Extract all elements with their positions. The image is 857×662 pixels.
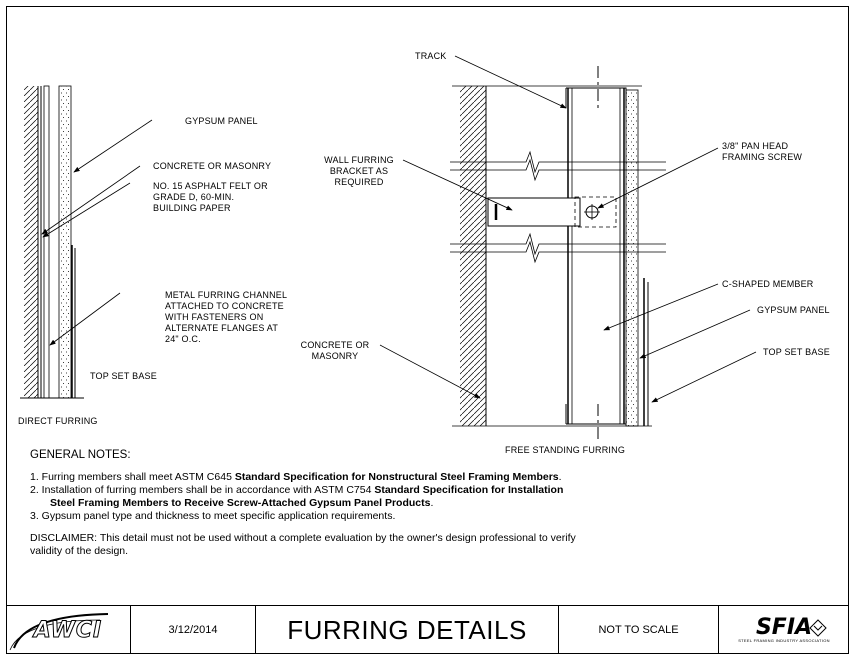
disclaimer-label: DISCLAIMER:: [30, 532, 98, 544]
direct-gypsum-panel: [58, 85, 72, 399]
leader-gypsum-free: [639, 309, 751, 359]
sfia-subtitle: STEEL FRAMING INDUSTRY ASSOCIATION: [738, 637, 830, 643]
drawing-date: 3/12/2014: [168, 624, 218, 636]
scale-cell: NOT TO SCALE: [559, 606, 719, 654]
logo-right-cell: SFIA STEEL FRAMING INDUSTRY ASSOCIATION: [719, 606, 849, 654]
leader-base-free: [651, 351, 757, 403]
label-direct-gypsum: GYPSUM PANEL: [185, 116, 258, 126]
label-track: TRACK: [415, 51, 447, 61]
direct-furring-section: [20, 85, 153, 399]
leader-track: [454, 55, 567, 109]
label-bracket: WALL FURRING BRACKET AS REQUIRED: [324, 155, 394, 187]
label-direct-felt: NO. 15 ASPHALT FELT OR GRADE D, 60-MIN. …: [153, 181, 268, 213]
disclaimer: DISCLAIMER: This detail must not be used…: [30, 532, 576, 557]
note-2: 2. Installation of furring members shall…: [30, 484, 564, 496]
note-1: 1. Furring members shall meet ASTM C645 …: [30, 471, 562, 483]
note-2-cont: Steel Framing Members to Receive Screw-A…: [50, 497, 434, 509]
awci-logo: AWCI: [33, 617, 103, 643]
leader-felt: [42, 182, 131, 238]
title-block: AWCI 3/12/2014 FURRING DETAILS NOT TO SC…: [6, 605, 849, 654]
direct-channel: [43, 85, 50, 399]
label-c-member: C-SHAPED MEMBER: [722, 279, 814, 289]
label-direct-title: DIRECT FURRING: [18, 416, 98, 426]
title-cell: FURRING DETAILS: [256, 606, 559, 654]
sfia-logo: SFIA: [755, 614, 813, 640]
leader-c-member: [603, 283, 719, 331]
free-gypsum-panel: [625, 89, 639, 427]
free-break-line-3: [450, 232, 666, 256]
awci-swoosh-icon: [13, 613, 109, 649]
label-free-title: FREE STANDING FURRING: [505, 445, 626, 455]
leader-gypsum: [73, 119, 153, 173]
free-bracket-hidden: [574, 196, 617, 228]
notes-heading: GENERAL NOTES:: [30, 449, 131, 461]
date-cell: 3/12/2014: [131, 606, 256, 654]
leader-concrete-free: [379, 344, 481, 399]
label-free-base: TOP SET BASE: [763, 347, 830, 357]
drawing-scale: NOT TO SCALE: [598, 624, 679, 636]
label-direct-channel: METAL FURRING CHANNEL ATTACHED TO CONCRE…: [165, 290, 288, 344]
logo-left-cell: AWCI: [6, 606, 131, 654]
note-3: 3. Gypsum panel type and thickness to me…: [30, 510, 396, 522]
leader-channel: [49, 292, 121, 346]
free-break-line-1: [450, 150, 666, 174]
free-bracket: [487, 197, 581, 227]
leader-concrete: [41, 165, 141, 235]
label-screw: 3/8" PAN HEAD FRAMING SCREW: [722, 141, 803, 162]
direct-concrete-hatch: [24, 86, 38, 398]
free-standing-section: [379, 55, 757, 440]
free-break-line-4: [450, 240, 666, 264]
label-direct-base: TOP SET BASE: [90, 371, 157, 381]
leader-screw: [597, 147, 719, 209]
leader-bracket: [402, 159, 513, 211]
sfia-emblem-icon: [809, 619, 827, 637]
free-concrete-hatch: [460, 86, 486, 426]
free-break-line-2: [450, 158, 666, 182]
free-bottom-track: [565, 404, 627, 425]
drawing-frame: [6, 6, 849, 654]
free-top-track: [565, 87, 627, 108]
label-free-concrete: CONCRETE OR MASONRY: [300, 340, 370, 361]
label-direct-concrete: CONCRETE OR MASONRY: [153, 161, 272, 171]
general-notes: GENERAL NOTES: 1. Furring members shall …: [30, 449, 650, 558]
label-free-gypsum: GYPSUM PANEL: [757, 305, 830, 315]
drawing-title: FURRING DETAILS: [287, 614, 527, 645]
